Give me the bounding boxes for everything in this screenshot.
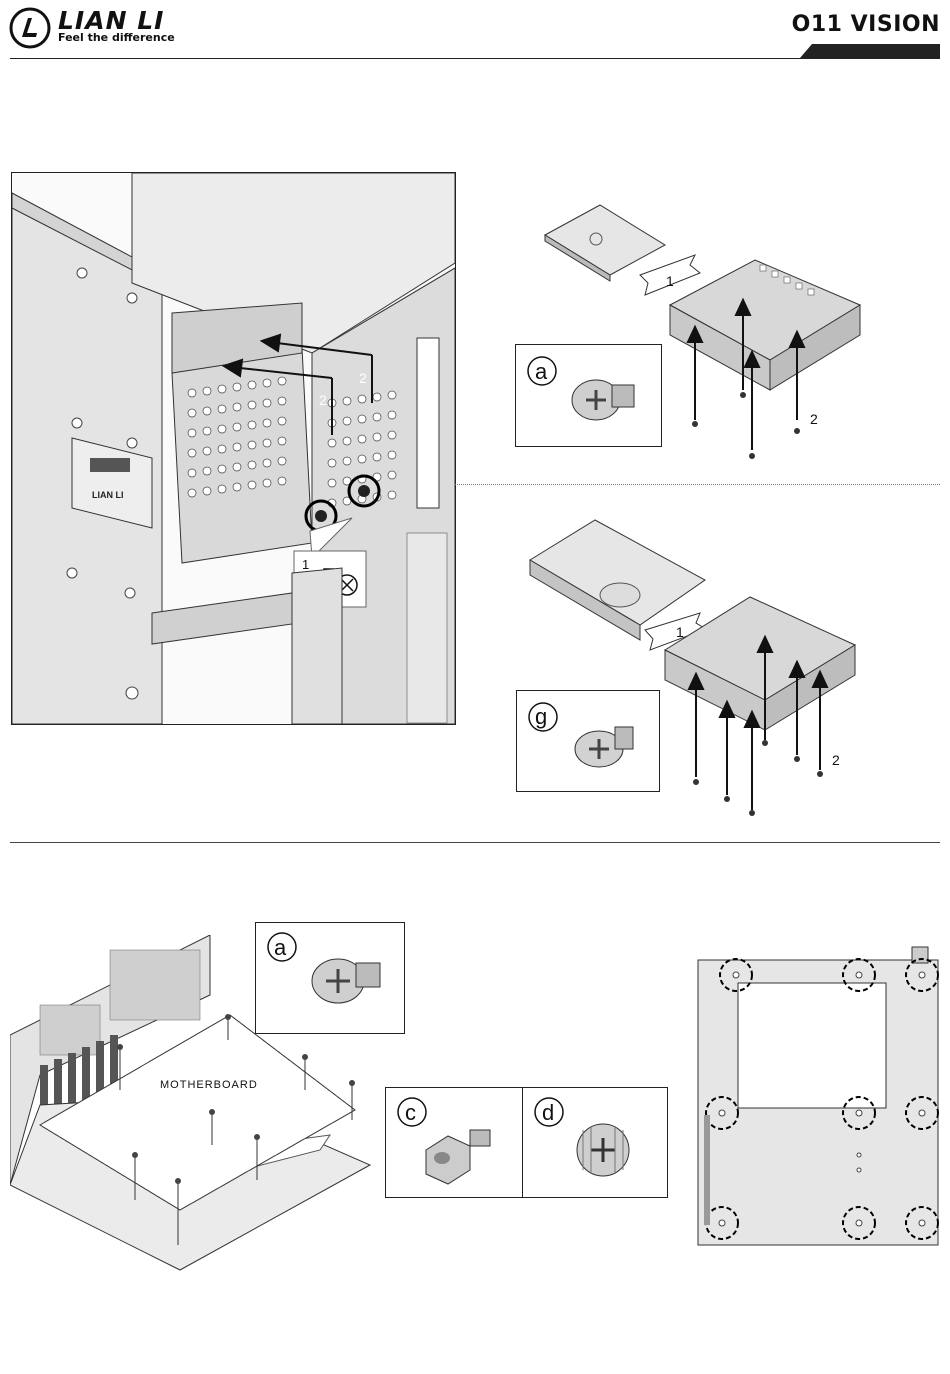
part-a-box-ssd: a	[515, 344, 662, 447]
part-letter-d: d	[542, 1100, 554, 1125]
brand-tagline: Feel the difference	[58, 31, 175, 44]
part-g-box-hdd: g	[516, 690, 660, 792]
model-name: O11 VISION	[792, 12, 940, 37]
part-c-box: c	[385, 1087, 525, 1198]
ssd-screw-label: 2	[810, 411, 818, 427]
part-letter-a-mb: a	[274, 935, 287, 960]
header-accent	[800, 44, 940, 58]
section-divider	[455, 484, 940, 485]
arrow-label-2b: 2	[319, 392, 327, 408]
part-letter-g: g	[535, 704, 547, 729]
header-rule	[10, 58, 940, 59]
case-interior-illustration: LIAN LI 2 2 1	[11, 172, 456, 725]
hdd-push-label: 1	[676, 624, 684, 640]
part-a-box-motherboard: a	[255, 922, 405, 1034]
brand-logo-icon	[8, 6, 52, 50]
brand-logo	[8, 6, 52, 50]
part-letter-c: c	[405, 1100, 416, 1125]
callout-step-1: 1	[302, 557, 309, 572]
motherboard-label: MOTHERBOARD	[160, 1079, 258, 1091]
plate-brand: LIAN LI	[92, 490, 124, 500]
arrow-label-2a: 2	[359, 370, 367, 386]
ssd-push-label: 1	[666, 273, 674, 289]
part-letter-a: a	[535, 359, 548, 384]
tray-front-view	[690, 945, 945, 1250]
hdd-screw-label: 2	[832, 752, 840, 768]
section-rule	[10, 842, 940, 843]
part-d-box: d	[522, 1087, 668, 1198]
